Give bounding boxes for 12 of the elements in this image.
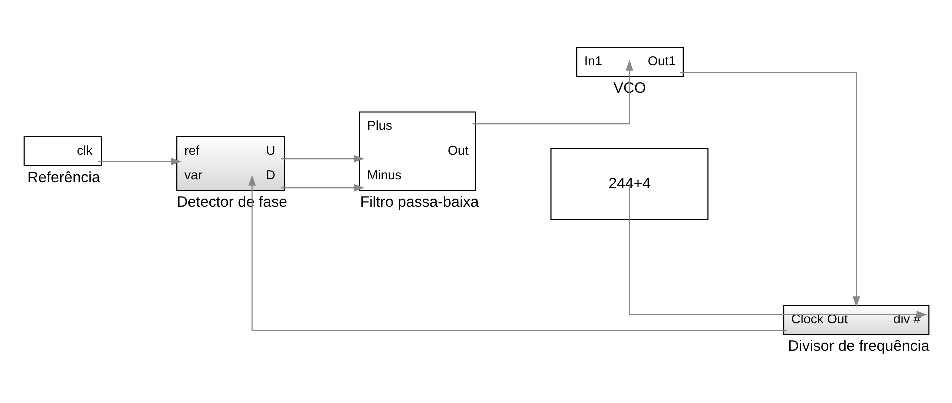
arrow [98, 158, 182, 166]
node-label: Detector de fase [176, 194, 287, 212]
node-label: Divisor de frequência [788, 338, 930, 356]
arrow [280, 184, 364, 192]
arrow [472, 60, 633, 125]
node-label: Filtro passa-baixa [360, 194, 479, 212]
arrow [680, 72, 860, 308]
node-label: Referência [27, 169, 100, 186]
node-label: VCO [613, 80, 646, 98]
arrow [248, 175, 787, 332]
arrow [628, 184, 928, 319]
arrow [280, 155, 364, 163]
